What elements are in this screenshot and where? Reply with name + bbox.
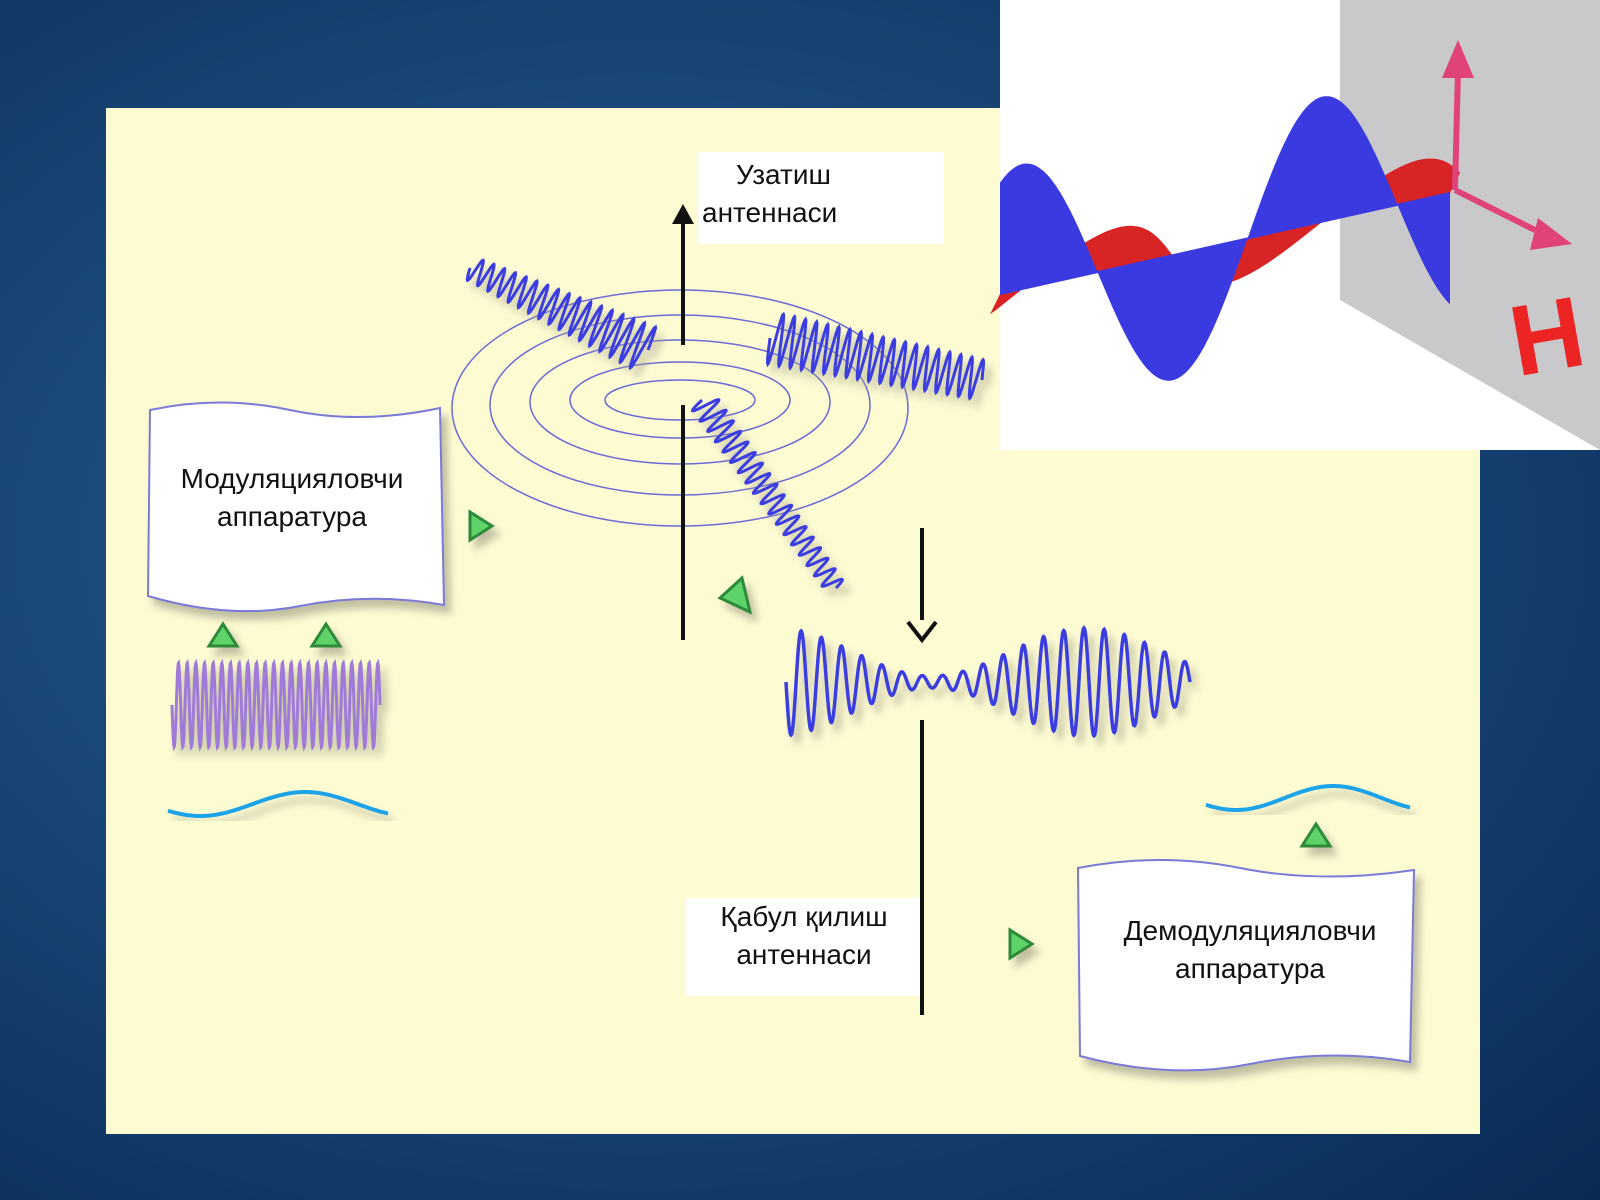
- receive-antenna-label: Қабул қилиш антеннаси: [692, 898, 916, 974]
- e-axis-arrow: [1442, 40, 1474, 191]
- modulator-label: Модуляцияловчи аппаратура: [156, 460, 428, 536]
- transmit-antenna: [672, 204, 694, 640]
- low-frequency-signal-source: [167, 790, 389, 818]
- e-field-wave: [1000, 96, 1450, 381]
- marker-up-left: [206, 621, 240, 648]
- h-axis-arrow: [1453, 187, 1572, 250]
- demodulated-signal-output: [1205, 784, 1411, 812]
- modulator-box: [146, 401, 446, 613]
- marker-down-center: [717, 575, 753, 615]
- burst-right: [766, 311, 986, 401]
- modulator-label-line2: аппаратура: [217, 501, 367, 532]
- em-wave-inset: E H: [990, 0, 1600, 450]
- transmit-antenna-label: Узатиш антеннаси: [702, 156, 902, 232]
- marker-up-output: [1299, 821, 1333, 848]
- receive-label-line2: антеннаси: [736, 939, 872, 970]
- radiation-rings: [451, 289, 909, 527]
- transmit-label-line2: антеннаси: [702, 197, 838, 228]
- demodulator-box: [1076, 859, 1416, 1072]
- arrow-markers: [206, 509, 1333, 961]
- receive-label-line1: Қабул қилиш: [720, 901, 888, 932]
- high-frequency-carrier-source: [170, 658, 382, 752]
- marker-right-demodulator: [1008, 927, 1035, 961]
- transmit-label-line1: Узатиш: [736, 159, 831, 190]
- burst-upper-left: [465, 258, 658, 371]
- marker-right-modulator: [468, 509, 495, 543]
- demodulator-label: Демодуляцияловчи аппаратура: [1092, 912, 1408, 988]
- wall-plane: [1340, 0, 1600, 450]
- demodulator-label-line2: аппаратура: [1175, 953, 1325, 984]
- receive-antenna: [906, 528, 938, 1015]
- receive-label-background: [686, 898, 920, 996]
- received-modulated-wave: [784, 625, 1192, 739]
- modulator-label-line1: Модуляцияловчи: [180, 463, 404, 494]
- radiated-wave-bursts: [465, 258, 986, 590]
- marker-up-right: [309, 621, 343, 648]
- burst-down: [690, 398, 844, 590]
- transmit-label-background: [698, 152, 944, 244]
- demodulator-label-line1: Демодуляцияловчи: [1123, 915, 1377, 946]
